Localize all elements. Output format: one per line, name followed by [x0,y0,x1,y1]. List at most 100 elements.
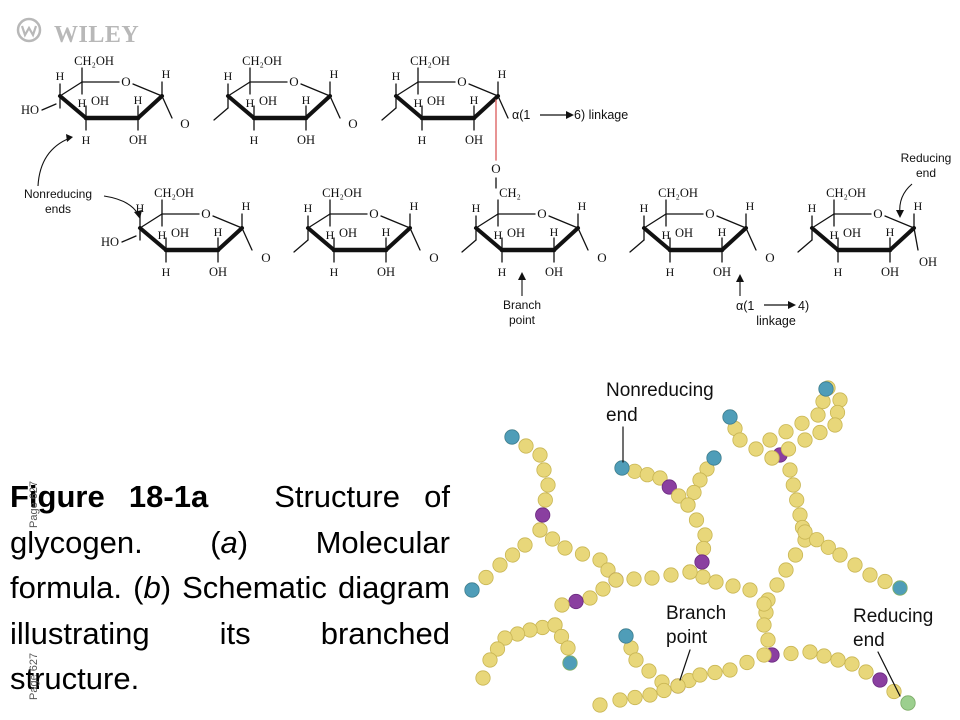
glucose-residue-dot [832,392,848,408]
nonreducing-ends-label: Nonreducing [24,187,92,201]
glucose-residue-dot [544,531,561,547]
h-label: H [640,201,649,215]
glucose-residue-dot [695,569,711,585]
glucose-chain [464,522,548,598]
branch-point-dot [661,479,677,495]
ring-bond [720,226,748,252]
glucose-residue-dot [553,628,570,645]
h-label: H [498,265,507,279]
ring-bond [300,83,331,97]
glucose-residue-dot [492,557,508,573]
nonreducing-end-dot [562,655,578,671]
ring-oxygen: O [201,206,210,221]
branch-point-dot [872,672,888,688]
branch-point-dot [535,507,551,523]
branch-point-label: point [509,313,536,327]
oh-label: OH [339,226,357,240]
glucose-residue-dot [592,552,608,568]
ring-bond [475,213,499,229]
oh-label: OH [507,226,525,240]
glucose-residue-dot [692,667,708,683]
glucose-residue-dot [627,689,643,706]
glucose-residue-dot [574,546,591,562]
ring-bond [394,94,424,120]
glucose-residue-dot [663,567,679,583]
glucose-residue-dot [756,617,772,633]
glucose-residue-dot [762,432,778,448]
glycosidic-bond [293,239,309,253]
h-label: H [418,133,427,147]
h-label: H [330,67,339,81]
ring-bond [132,83,163,97]
nonreducing-end-dot [818,381,834,397]
glucose-chains [464,380,916,713]
glucose-residue-dot [792,507,808,523]
schematic-reducing-label: Reducing [853,606,933,627]
oh-label: OH [881,265,899,279]
wiley-seal-icon [16,17,42,43]
ring-oxygen: O [537,206,546,221]
ring-bond [227,81,251,97]
pointer-curve [103,195,139,215]
glucose-residue-dot [692,472,708,488]
pointer-curve [899,183,913,215]
h-label: H [162,67,171,81]
glucose-residue-dot [782,462,798,478]
glycosidic-bond [161,95,173,119]
ch2oh-label: CH₂ [499,186,521,200]
glucose-residue-dot [626,571,642,587]
glucose-residue-dot [612,692,628,708]
publisher-logo: WILEY [14,12,139,48]
ring-bond [136,94,164,120]
h-label: H [246,96,255,110]
ho-label: HO [101,235,119,249]
ring-bond [884,215,915,229]
glucose-residue-dot [829,404,846,421]
h-label: H [250,133,259,147]
substituent-bond [41,103,57,111]
caption-part-a: a [220,524,238,560]
h-label: H [242,199,251,213]
ring-oxygen: O [369,206,378,221]
glucose-residue-dot [732,432,748,448]
oh-label: OH [675,226,693,240]
ring-oxygen: O [289,74,298,89]
ring-bond [716,215,747,229]
h-label: H [666,265,675,279]
ring-bond [216,226,244,252]
h-label: H [82,133,91,147]
arrow-head [66,134,73,142]
reducing-end-label: end [916,166,936,180]
glucose-residue-dot [832,547,848,563]
schematic-branch-label: Branch [666,603,726,624]
glucose-residue-dot [642,687,658,703]
caption-text-5: diagram illustrating its [10,570,450,651]
h-label: H [662,228,671,242]
ring-bond [138,226,168,252]
oh-label: OH [919,255,937,269]
glucose-chain [504,429,698,588]
glucose-residue-dot [815,393,831,410]
glycosidic-bond [461,239,477,253]
glucose-residue-dot [595,581,611,597]
ring-bond [226,94,256,120]
glucose-residue-dot [707,664,723,681]
ring-bond [306,226,336,252]
glucose-residue-dot [756,596,772,612]
ring-bond [468,83,499,97]
glucose-residue-dot [627,463,643,479]
h-label: H [718,225,727,239]
glucose-residue-dot [592,697,608,713]
ring-bond [474,226,504,252]
oh-label: OH [843,226,861,240]
ring-bond [642,226,672,252]
bridge-oxygen: O [180,116,189,131]
